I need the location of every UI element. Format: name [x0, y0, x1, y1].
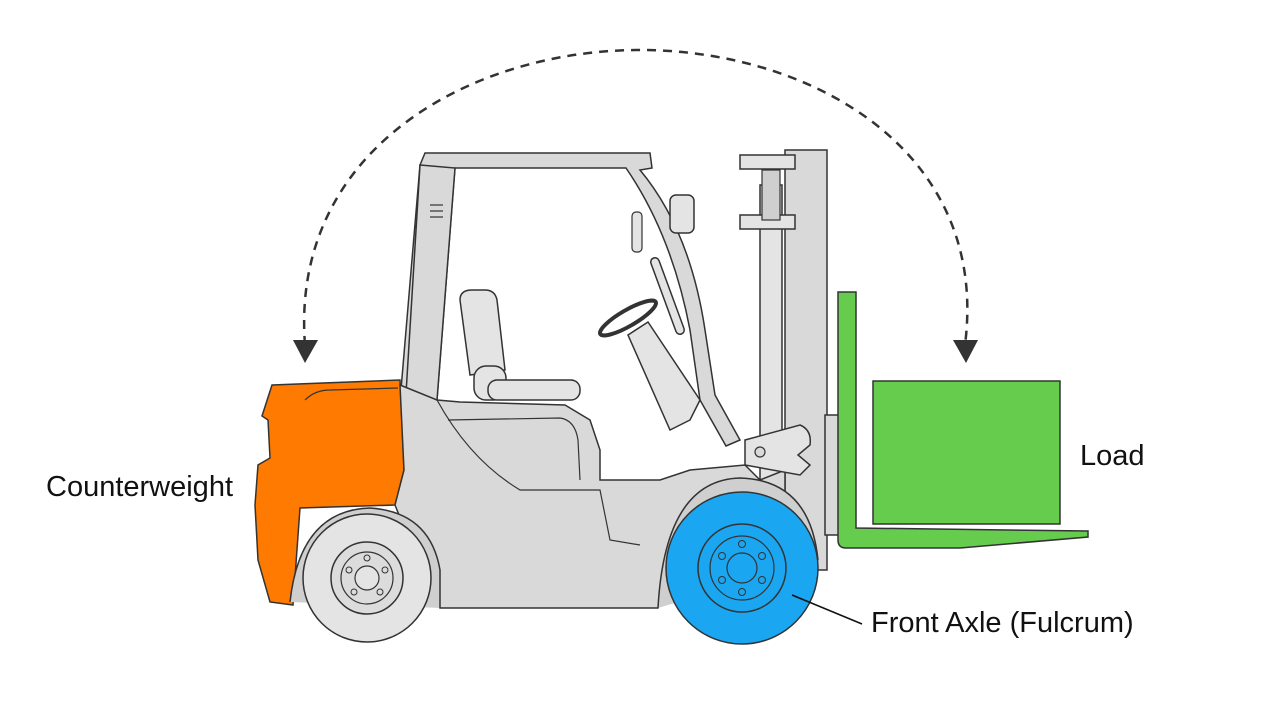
lug-nut — [738, 588, 746, 596]
lug-nut — [758, 576, 766, 584]
lug-nut — [718, 576, 726, 584]
mirror-inner — [631, 211, 643, 253]
load-box — [872, 380, 1061, 525]
forks — [837, 291, 1089, 549]
steering-wheel-icon — [598, 298, 658, 338]
front-wheel — [657, 477, 819, 645]
counterweight-label: Counterweight — [46, 471, 233, 503]
lug-nut — [363, 554, 371, 562]
lug-nut — [350, 588, 358, 596]
rear-rim-inner — [340, 551, 394, 605]
rear-wheel — [289, 507, 441, 643]
front-rim-inner — [709, 535, 775, 601]
load-label: Load — [1080, 440, 1145, 472]
dashed-arc — [302, 48, 969, 346]
lug-nut — [738, 540, 746, 548]
front-axle-label: Front Axle (Fulcrum) — [871, 607, 1134, 639]
front-axle-leader-line — [791, 594, 863, 625]
chassis-panel-line — [436, 399, 641, 546]
counterweight-seam — [304, 387, 399, 401]
lug-nut — [381, 566, 389, 574]
hood-bulge — [447, 417, 581, 481]
lug-nut — [758, 552, 766, 560]
mirror-icon — [669, 194, 695, 234]
tilt-bracket — [744, 424, 812, 476]
steering — [598, 257, 701, 432]
mast-top-crossbar — [739, 154, 796, 170]
front-hub — [726, 552, 758, 584]
dash-rail-fill — [651, 258, 684, 334]
bracket-pin — [754, 446, 766, 458]
steering-column — [627, 320, 701, 432]
lug-nut — [376, 588, 384, 596]
mast-chain — [761, 169, 781, 221]
seat-cushion — [487, 379, 581, 401]
balance-arc-arrow — [293, 48, 978, 363]
arrowhead-right-icon — [953, 340, 978, 363]
cab-pillar-rear — [404, 164, 456, 412]
fork-upright — [837, 291, 1089, 549]
seat — [459, 289, 581, 401]
seat-back — [459, 289, 506, 376]
lug-nut — [718, 552, 726, 560]
arrowhead-left-icon — [293, 340, 318, 363]
lug-nut — [345, 566, 353, 574]
rear-hub — [354, 565, 380, 591]
